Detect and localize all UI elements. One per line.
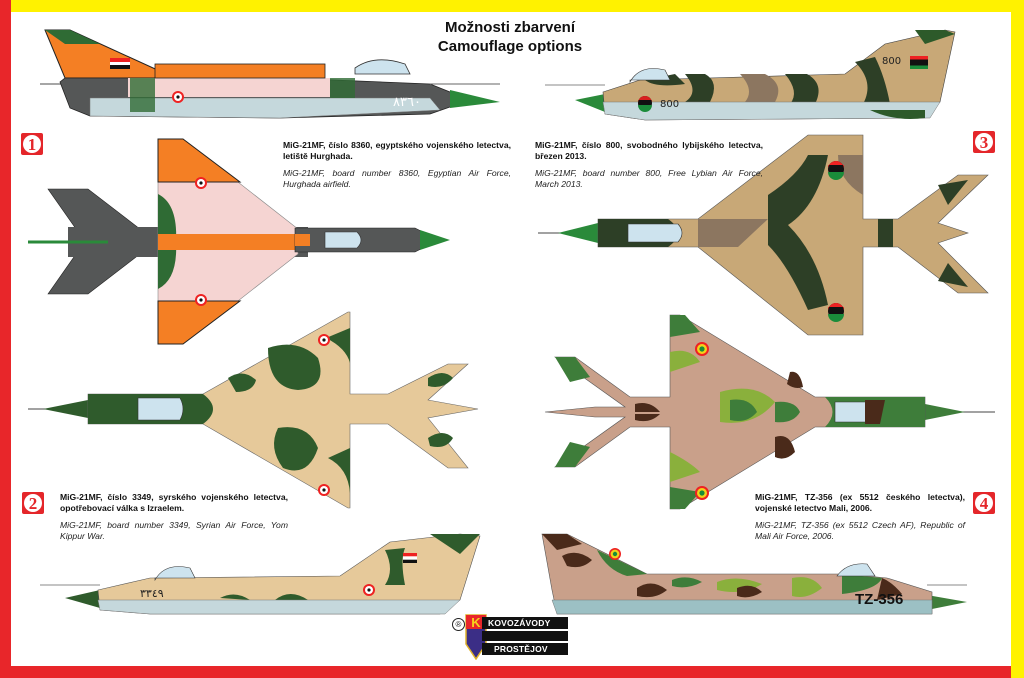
caption-option-4: MiG-21MF, TZ-356 (ex 5512 českého letect…	[755, 492, 965, 542]
aircraft-1-top-view	[28, 138, 308, 345]
board-number-2-side: ٣٣٤٩	[140, 587, 164, 600]
caption-1-english: MiG-21MF, board number 8360, Egyptian Ai…	[283, 168, 511, 189]
caption-3-czech: MiG-21MF, číslo 800, svobodného lybijské…	[535, 140, 763, 161]
frame-bottom-border	[0, 666, 1011, 678]
kovozavody-prostejov-logo: ® K KOVOZÁVODY PROSTĚJOV	[452, 614, 570, 660]
caption-4-czech: MiG-21MF, TZ-356 (ex 5512 českého letect…	[755, 492, 965, 513]
option-number-badge-1: 1	[21, 133, 43, 155]
option-number-badge-2: 2	[22, 492, 44, 514]
logo-line-1: KOVOZÁVODY	[482, 617, 568, 629]
caption-option-2: MiG-21MF, číslo 3349, syrského vojenskéh…	[60, 492, 288, 542]
option-number-badge-4: 4	[973, 492, 995, 514]
aircraft-3-side-view: 800 800	[545, 29, 956, 121]
caption-option-1: MiG-21MF, číslo 8360, egyptského vojensk…	[283, 140, 511, 190]
logo-line-2: PROSTĚJOV	[482, 643, 568, 655]
caption-option-3: MiG-21MF, číslo 800, svobodného lybijské…	[535, 140, 763, 190]
aircraft-2-top-view	[28, 311, 479, 509]
caption-2-czech: MiG-21MF, číslo 3349, syrského vojenskéh…	[60, 492, 288, 513]
aircraft-1-side-view: ٨٣٦٠	[40, 29, 500, 119]
aircraft-3-top-view	[538, 134, 989, 336]
board-number-3-fuselage: 800	[660, 99, 679, 110]
board-number-1-side: ٨٣٦٠	[393, 95, 421, 110]
option-number-badge-3: 3	[973, 131, 995, 153]
caption-1-czech: MiG-21MF, číslo 8360, egyptského vojensk…	[283, 140, 511, 161]
aircraft-2-side-view: ٣٣٤٩	[40, 533, 481, 615]
shield-emblem-icon: K	[465, 614, 487, 660]
aircraft-1-top-view-nose	[294, 227, 450, 253]
title-english: Camouflage options	[437, 38, 583, 55]
svg-text:K: K	[471, 615, 481, 630]
aircraft-4-top-view	[544, 314, 995, 510]
board-number-3-tail: 800	[882, 56, 901, 67]
caption-4-english: MiG-21MF, TZ-356 (ex 5512 Czech AF), Rep…	[755, 520, 965, 541]
title-czech: Možnosti zbarvení	[444, 19, 575, 36]
frame-right-border	[1011, 0, 1024, 678]
board-number-4-side: TZ-356	[855, 591, 903, 608]
registered-mark: ®	[452, 618, 465, 631]
logo-middle-bar	[482, 631, 568, 641]
frame-left-border	[0, 0, 11, 678]
caption-3-english: MiG-21MF, board number 800, Free Lybian …	[535, 168, 763, 189]
caption-2-english: MiG-21MF, board number 3349, Syrian Air …	[60, 520, 288, 541]
frame-top-border	[0, 0, 1024, 12]
aircraft-4-side-view: TZ-356	[541, 533, 967, 615]
page-title: Možnosti zbarvení Camouflage options	[380, 18, 640, 56]
